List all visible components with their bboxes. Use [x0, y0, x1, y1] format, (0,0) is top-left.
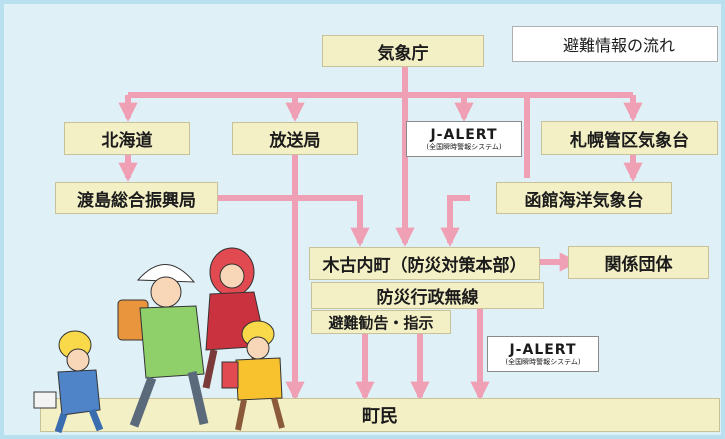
node-hosokyoku: 放送局 — [232, 122, 358, 155]
node-hakodate: 函館海洋気象台 — [496, 182, 672, 214]
node-kishocho: 気象庁 — [322, 35, 484, 67]
arrow-oshima-to-kikonai — [218, 195, 370, 247]
child-yellow — [221, 320, 285, 431]
jalert-lower-title: J-ALERT — [509, 341, 577, 358]
node-musen: 防災行政無線 — [311, 282, 544, 309]
node-kikonai: 木古内町（防災対策本部） — [309, 247, 540, 280]
arrow-hakodate-to-kikonai — [440, 195, 470, 247]
node-chomin: 町民 — [40, 398, 720, 432]
jalert-upper: J-ALERT (全国瞬時警報システム) — [406, 121, 522, 157]
jalert-upper-subtitle: (全国瞬時警報システム) — [426, 142, 502, 151]
node-kankoku: 避難勧告・指示 — [311, 310, 451, 334]
jalert-lower-subtitle: (全国瞬時警報システム) — [505, 357, 581, 366]
node-kankei: 関係団体 — [568, 246, 709, 279]
child-green-helmet — [117, 264, 209, 428]
node-sapporo: 札幌管区気象台 — [541, 121, 718, 155]
child-blue-cap — [33, 330, 104, 434]
legend-label: 避難情報の流れ — [563, 36, 676, 55]
node-oshima: 渡島総合振興局 — [55, 182, 218, 214]
jalert-upper-title: J-ALERT — [430, 126, 498, 143]
legend: 避難情報の流れ — [512, 26, 718, 62]
jalert-lower: J-ALERT (全国瞬時警報システム) — [487, 336, 599, 372]
node-hokkaido: 北海道 — [64, 122, 190, 155]
